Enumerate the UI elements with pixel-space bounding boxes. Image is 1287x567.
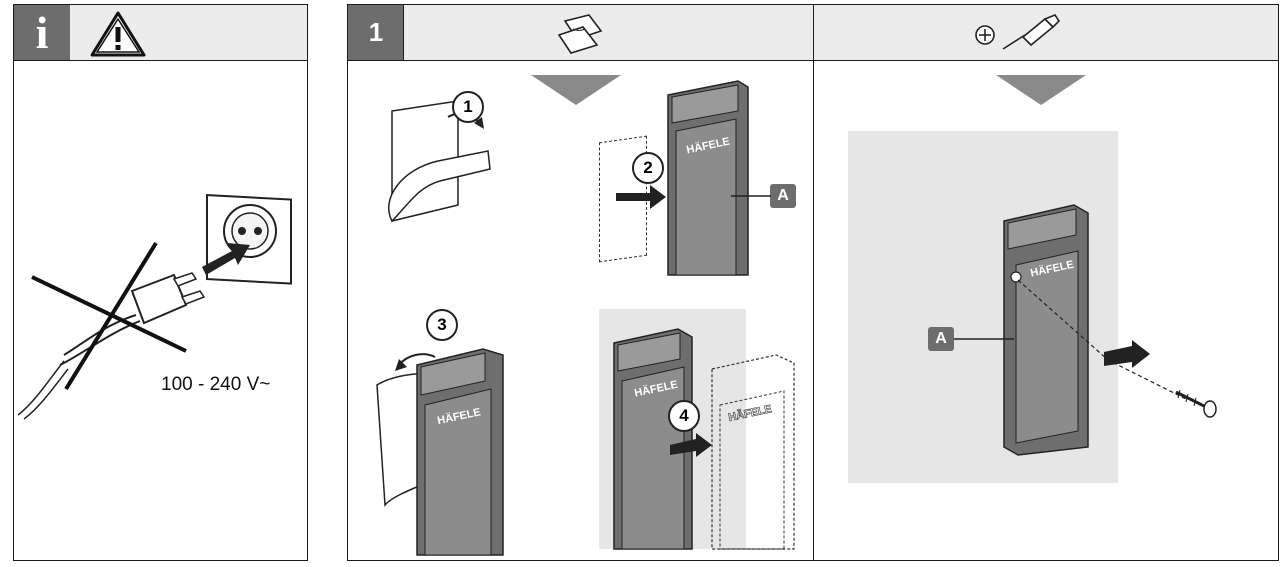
device-illustration-2: HÄFELE	[667, 80, 749, 276]
column-divider	[813, 5, 814, 560]
component-a-leader	[731, 195, 771, 197]
power-plug	[17, 272, 206, 420]
component-a-label-screw: A	[928, 327, 954, 351]
cross-line-a	[31, 275, 187, 353]
screw-path	[1017, 279, 1217, 418]
component-a-leader-screw	[954, 338, 1014, 340]
warning-icon	[90, 11, 146, 57]
peel-liner-illustration	[387, 100, 491, 223]
substep-3-marker: 3	[426, 309, 458, 341]
unplug-illustration	[17, 194, 292, 420]
cross-line-b	[64, 241, 158, 391]
substep-2-marker: 2	[632, 152, 664, 184]
phillips-screwdriver-icon	[975, 14, 1061, 50]
down-arrow-icon	[996, 75, 1086, 105]
installation-panel: 1 1 HÄFELE	[347, 4, 1279, 561]
push-arrow-2	[616, 185, 666, 209]
wall-socket	[206, 194, 292, 285]
substep-1-marker: 1	[452, 91, 484, 123]
safety-panel-header: i	[14, 5, 307, 61]
component-a-label: A	[770, 184, 796, 208]
down-arrow-icon	[531, 75, 621, 105]
device-illustration-screw: HÄFELE	[1003, 204, 1089, 456]
info-icon: i	[14, 5, 70, 60]
screw-icon	[1175, 389, 1217, 418]
safety-panel: i 100 -	[13, 4, 308, 561]
step-number-badge: 1	[348, 5, 404, 60]
substep-4-marker: 4	[668, 400, 700, 432]
device-illustration-3: HÄFELE	[376, 348, 504, 556]
panel-divider-vertical	[403, 5, 404, 61]
device-illustration-4: HÄFELE HÄFELE	[613, 328, 795, 550]
svg-text:HÄFELE: HÄFELE	[727, 402, 773, 424]
voltage-label: 100 - 240 V~	[161, 374, 271, 395]
insert-arrow	[202, 243, 250, 275]
adhesive-tape-icon	[557, 14, 603, 54]
